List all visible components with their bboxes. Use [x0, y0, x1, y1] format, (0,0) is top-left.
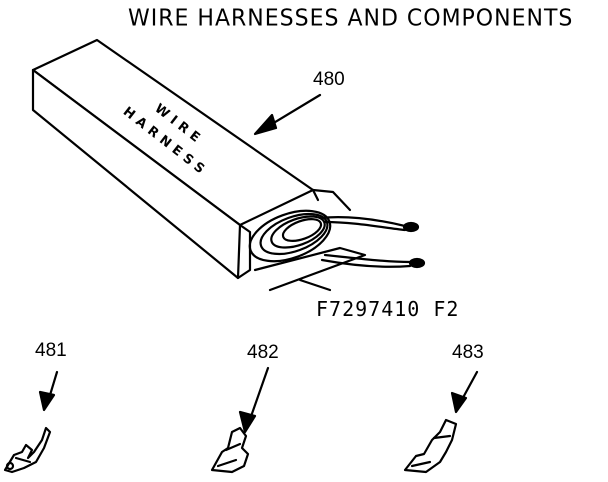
leader-480 [253, 93, 322, 136]
part-number-481: 481 [35, 340, 67, 361]
terminal-481 [3, 426, 52, 474]
part-number-480: 480 [313, 69, 345, 90]
wire-harness-box [31, 38, 352, 280]
terminal-482 [210, 426, 250, 474]
terminal-483 [403, 418, 458, 474]
figure-code: F7297410 F2 [316, 297, 460, 321]
part-number-482: 482 [247, 342, 279, 363]
diagram-title: WIRE HARNESSES AND COMPONENTS [128, 5, 574, 32]
part-number-483: 483 [452, 342, 484, 363]
harness-leads [253, 216, 426, 292]
